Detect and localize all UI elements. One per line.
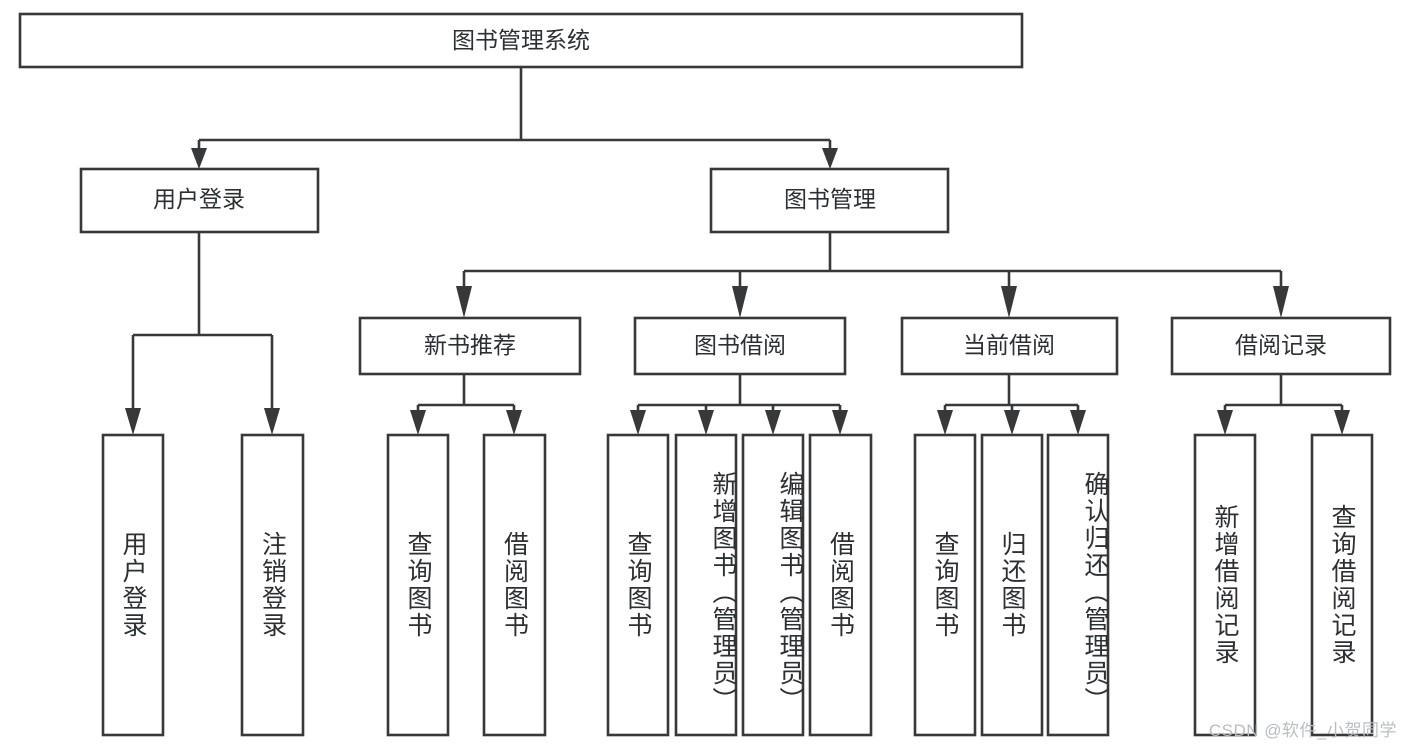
arrow-head-borrow-record <box>1273 286 1289 318</box>
node-box-leaf-query-book-1[interactable] <box>386 433 450 737</box>
horizontal-label-group: 图书管理系统 用户登录 图书管理 新书推荐 图书借阅 当前借阅 借阅记录 <box>153 27 1327 358</box>
arrow-head-leaf-user-login <box>125 408 141 435</box>
node-box-leaf-user-login[interactable] <box>101 433 165 737</box>
label-book-manage: 图书管理 <box>784 186 876 212</box>
node-box-user-login[interactable] <box>79 167 320 234</box>
arrow-head-new-book-recommend <box>456 286 472 318</box>
connector-group <box>125 67 1350 435</box>
node-box-leaf-query-record[interactable] <box>1310 433 1374 737</box>
node-box-leaf-borrow-book-2[interactable] <box>808 433 873 737</box>
label-current-borrow: 当前借阅 <box>963 332 1055 358</box>
node-box-leaf-query-book-3[interactable] <box>913 433 977 737</box>
arrow-head-leaf-add-book <box>698 410 714 435</box>
node-box-leaf-user-logout[interactable] <box>240 433 305 737</box>
node-box-root[interactable] <box>18 12 1024 69</box>
arrow-head-leaf-borrow-book-2 <box>832 410 848 435</box>
node-box-leaf-edit-book[interactable] <box>741 433 805 737</box>
arrow-head-leaf-return-book <box>1004 410 1020 435</box>
node-box-leaf-return-book[interactable] <box>980 433 1044 737</box>
node-box-borrow-record[interactable] <box>1170 316 1392 376</box>
arrow-head-leaf-user-logout <box>264 408 280 435</box>
node-box-leaf-confirm-return[interactable] <box>1046 433 1110 737</box>
node-box-book-manage[interactable] <box>709 167 950 234</box>
arrow-head-leaf-add-record <box>1217 410 1233 435</box>
arrow-head-leaf-query-book-1 <box>410 410 426 435</box>
arrow-head-book-manage <box>822 148 838 169</box>
arrow-head-leaf-query-book-3 <box>937 410 953 435</box>
node-box-new-book-recommend[interactable] <box>358 316 582 376</box>
arrow-head-leaf-confirm-return <box>1070 410 1086 435</box>
label-borrow-record: 借阅记录 <box>1235 332 1327 358</box>
arrow-head-current-borrow <box>1001 286 1017 318</box>
arrow-head-leaf-query-book-2 <box>630 410 646 435</box>
label-book-borrow: 图书借阅 <box>694 332 786 358</box>
node-box-leaf-add-book[interactable] <box>674 433 738 737</box>
node-box-leaf-borrow-book-1[interactable] <box>482 433 547 737</box>
label-user-login: 用户登录 <box>153 186 245 212</box>
node-group <box>18 12 1392 737</box>
node-box-leaf-add-record[interactable] <box>1193 433 1257 737</box>
node-box-book-borrow[interactable] <box>633 316 847 376</box>
arrow-head-user-login <box>191 148 207 169</box>
label-new-book-recommend: 新书推荐 <box>424 332 516 358</box>
arrow-head-leaf-query-record <box>1334 410 1350 435</box>
watermark-text: CSDN @软件_小贺同学 <box>1208 721 1397 740</box>
node-box-leaf-query-book-2[interactable] <box>606 433 670 737</box>
arrow-head-leaf-edit-book <box>765 410 781 435</box>
arrow-head-leaf-borrow-book-1 <box>506 410 522 435</box>
node-box-current-borrow[interactable] <box>900 316 1119 376</box>
arrow-head-book-borrow <box>732 286 748 318</box>
label-root: 图书管理系统 <box>452 27 590 53</box>
